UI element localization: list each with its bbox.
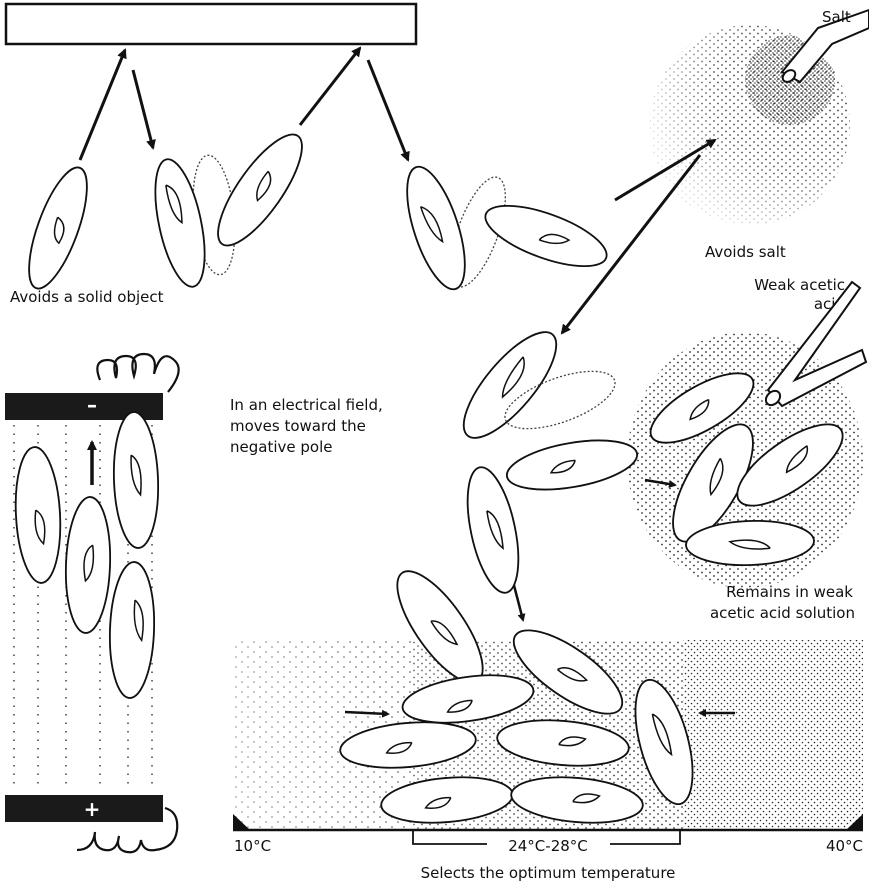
positive-sign: + (84, 797, 101, 821)
paramecium (146, 155, 214, 291)
temp-range-label: 24°C-28°C (508, 837, 588, 855)
electric-caption-line3: negative pole (230, 438, 332, 456)
paramecium (108, 561, 157, 698)
paramecium (17, 161, 98, 295)
electric-caption-line1: In an electrical field, (230, 396, 383, 414)
temp-high-label: 40°C (826, 837, 863, 855)
acid-result-caption-line2: acetic acid solution (710, 604, 855, 622)
paramecium (395, 160, 476, 295)
arrow-up-1 (80, 50, 125, 160)
salt-label: Salt (822, 8, 851, 26)
paramecium (112, 411, 161, 548)
arrow-down-2 (368, 60, 408, 160)
temperature-caption: Selects the optimum temperature (421, 864, 676, 882)
negative-sign: – (87, 393, 97, 417)
solid-object-bar (6, 4, 416, 44)
paramecium (12, 446, 63, 584)
acid-result-caption-line1: Remains in weak (726, 583, 853, 601)
paramecium (64, 496, 113, 633)
negative-coil (97, 354, 178, 392)
paramecium (449, 319, 571, 451)
solid-object-scene: Avoids a solid object (6, 4, 614, 306)
paramecium (478, 193, 613, 278)
acid-source-label-line1: Weak acetic (754, 276, 845, 294)
paramecium (503, 432, 641, 498)
paramecium (204, 123, 316, 256)
temp-low-label: 10°C (234, 837, 271, 855)
avoids-salt-caption: Avoids salt (705, 243, 786, 261)
arrow-down-1 (133, 70, 153, 148)
solid-object-caption: Avoids a solid object (10, 288, 164, 306)
arrow-up-2 (300, 48, 360, 125)
electric-caption-line2: moves toward the (230, 417, 366, 435)
